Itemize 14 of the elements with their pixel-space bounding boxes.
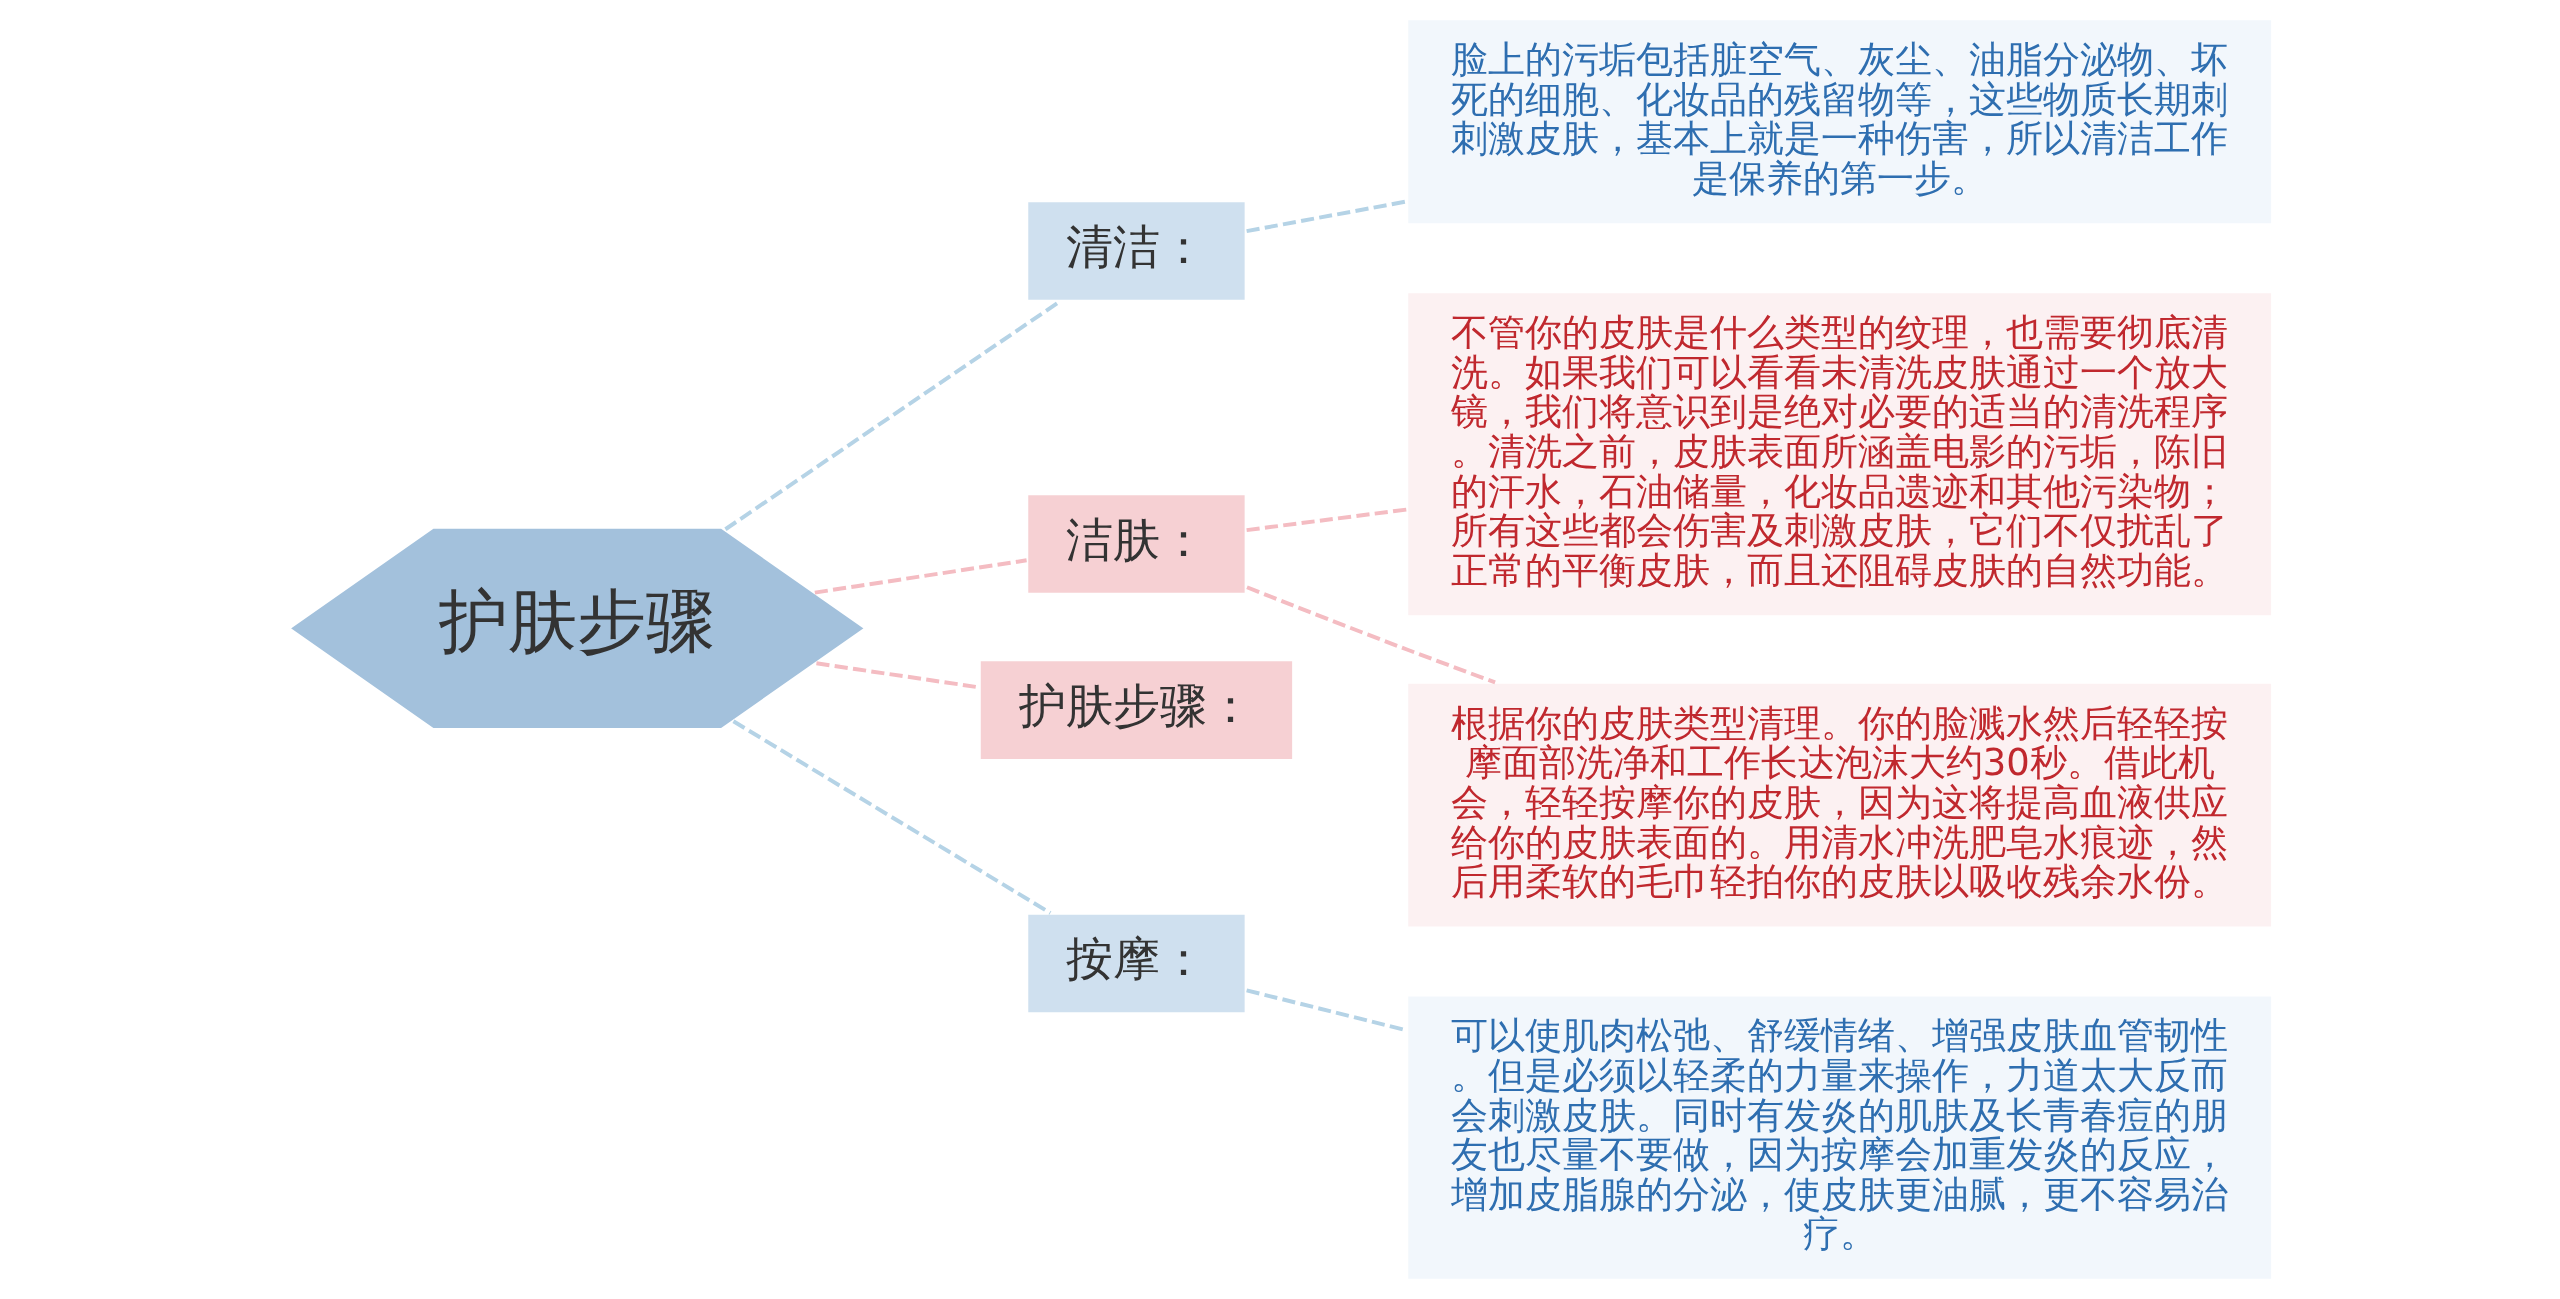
connector: [731, 719, 1051, 915]
connector: [815, 661, 979, 690]
node-box: 护肤步骤：: [977, 658, 1295, 762]
connector: [723, 299, 1061, 531]
connector: [1245, 507, 1407, 533]
node-box: 清洁：: [1025, 199, 1247, 303]
node-box: 洁肤：: [1025, 492, 1247, 596]
node-box: 按摩：: [1025, 912, 1247, 1015]
connector: [1245, 585, 1496, 685]
node-box: 不管你的皮肤是什么类型的纹理，也需要彻底清洗。如果我们可以看看未清洗皮肤通过一个放大镜，我们将意识到是绝对必要的适当的清洗程序。清洗之前，皮肤表面所涵盖电影的污垢，陈旧的汗水，石油储量，化妆品遗迹和其他污染物；所有这些都会伤害及刺激皮肤，它们不仅扰乱了正常的平衡皮肤，而且还阻碍皮肤的自然功能。: [1405, 290, 2274, 618]
node-box: 脸上的污垢包括脏空气、灰尘、油脂分泌物、坏死的细胞、化妆品的残留物等，这些物质长期刺刺激皮肤，基本上就是一种伤害，所以清洁工作是保养的第一步。: [1405, 17, 2274, 226]
connector: [814, 558, 1027, 595]
node-box: 根据你的皮肤类型清理。你的脸溅水然后轻轻按摩面部洗净和工作长达泡沫大约30秒。借此机会，轻轻按摩你的皮肤，因为这将提高血液供应给你的皮肤表面的。用清水冲洗肥皂水痕迹，然后用柔软的毛巾轻拍你的皮肤以吸收残余水份。: [1405, 681, 2274, 930]
connector: [1245, 199, 1407, 234]
